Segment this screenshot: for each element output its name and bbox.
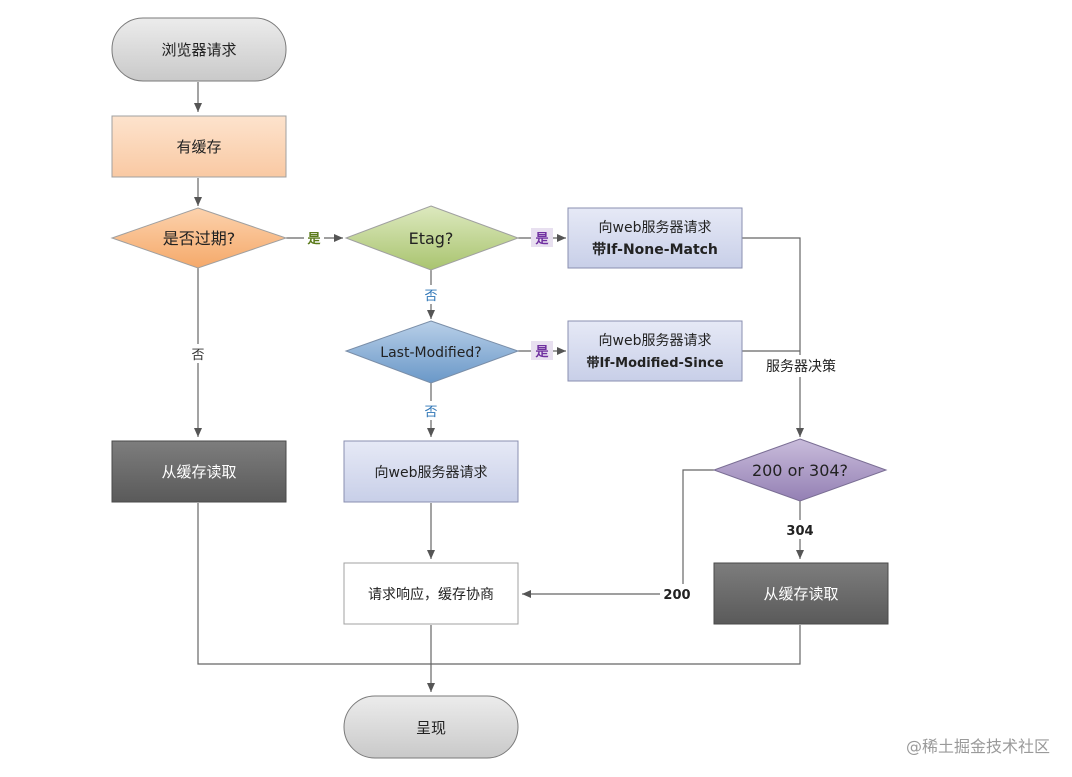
node-present: 呈现 (343, 695, 519, 759)
if-modified-since-line2: 带If-Modified-Since (586, 355, 723, 371)
node-browser-request: 浏览器请求 (111, 17, 287, 82)
label-lastmod-no: 否 (424, 405, 437, 420)
label-304: 304 (786, 524, 813, 539)
label-200: 200 (663, 588, 690, 603)
label-server-decision: 服务器决策 (766, 358, 836, 375)
label-lastmod-yes: 是 (534, 345, 549, 360)
node-request-if-modified-since: 向web服务器请求 带If-Modified-Since (567, 320, 743, 382)
if-none-match-line1: 向web服务器请求 (599, 220, 712, 236)
node-has-cache: 有缓存 (111, 115, 287, 178)
node-read-from-cache-left: 从缓存读取 (111, 440, 287, 503)
request-web-server-label: 向web服务器请求 (375, 465, 488, 481)
node-status-decision: 200 or 304? (712, 438, 888, 502)
response-negotiate-label: 请求响应，缓存协商 (368, 586, 494, 603)
edge-if-none-match-to-decision (742, 237, 804, 437)
etag-label: Etag? (409, 229, 454, 248)
last-modified-label: Last-Modified? (380, 345, 481, 361)
if-none-match-line2: 带If-None-Match (592, 242, 718, 258)
watermark-text: @稀土掘金技术社区 (905, 737, 1050, 756)
edge-200 (522, 469, 714, 598)
read-from-cache-right-label: 从缓存读取 (763, 585, 838, 603)
read-from-cache-left-label: 从缓存读取 (161, 463, 236, 481)
has-cache-label: 有缓存 (176, 138, 221, 156)
node-read-from-cache-right: 从缓存读取 (713, 562, 889, 625)
label-etag-yes: 是 (534, 232, 549, 247)
edge-right-cache-to-present (431, 625, 801, 665)
label-etag-no: 否 (424, 289, 437, 304)
node-last-modified-decision: Last-Modified? (344, 320, 520, 384)
node-request-if-none-match: 向web服务器请求 带If-None-Match (567, 207, 743, 269)
status-check-label: 200 or 304? (752, 461, 848, 480)
edge-left-cache-to-present (197, 503, 431, 665)
if-modified-since-line1: 向web服务器请求 (599, 333, 712, 349)
connectors (194, 82, 804, 692)
label-expired-yes: 是 (306, 232, 321, 247)
edge-labels: 是 否 是 否 是 否 服务器决策 304 200 (188, 228, 848, 603)
node-request-web-server: 向web服务器请求 (343, 440, 519, 503)
node-response-negotiate: 请求响应，缓存协商 (343, 562, 519, 625)
label-expired-no: 否 (191, 348, 204, 363)
node-etag-decision: Etag? (344, 205, 520, 271)
present-label: 呈现 (416, 719, 446, 737)
is-expired-label: 是否过期? (163, 229, 236, 248)
node-is-expired-decision: 是否过期? (110, 207, 288, 269)
browser-request-label: 浏览器请求 (161, 41, 236, 59)
